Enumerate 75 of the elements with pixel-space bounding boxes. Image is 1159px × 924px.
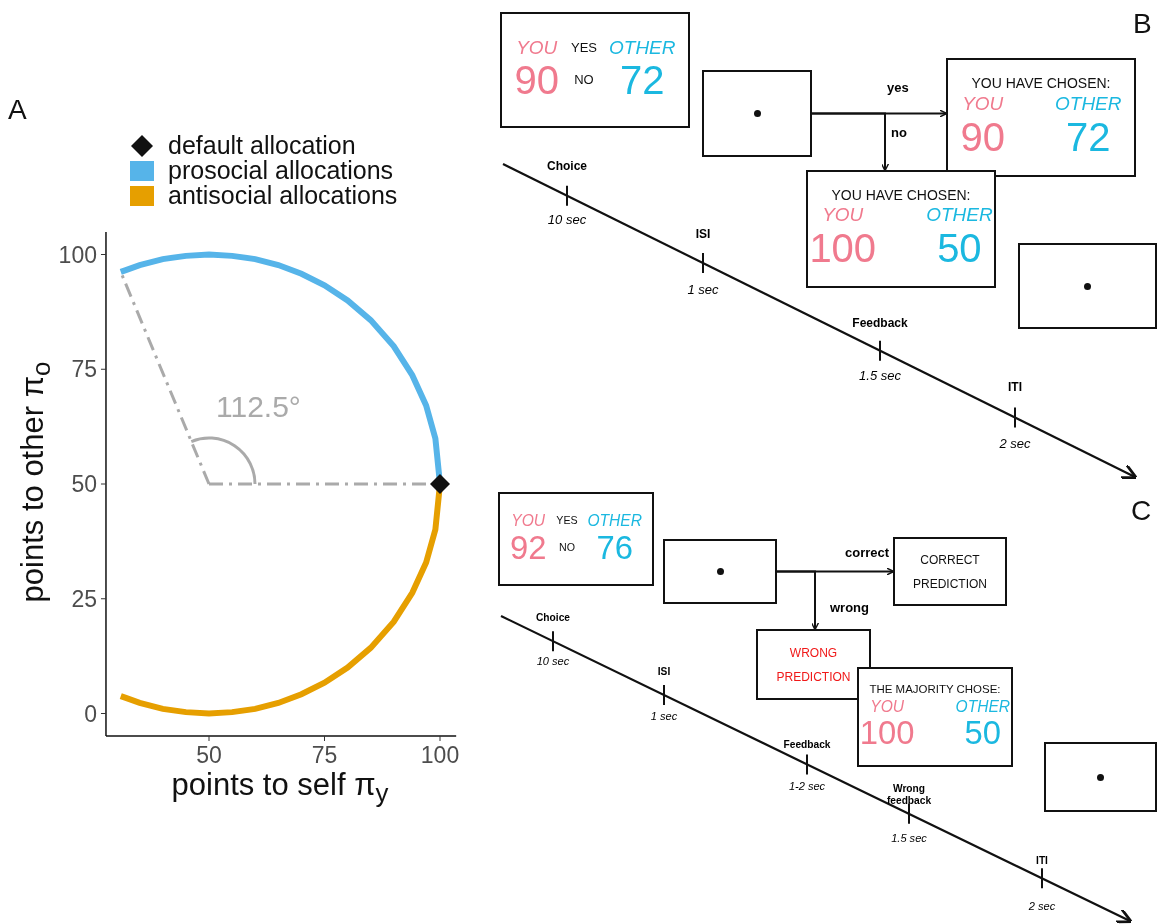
fixation-screen — [702, 70, 812, 157]
points-number: 90 — [960, 114, 1005, 159]
screen-box — [500, 12, 690, 128]
duration-label: 10 sec — [547, 213, 587, 228]
step-label: Wrong feedback — [885, 783, 933, 807]
duration-label: 1 sec — [650, 710, 678, 723]
points-number: 100 — [859, 714, 915, 751]
axis-tick-label: 50 — [71, 471, 97, 497]
screen-box — [498, 492, 654, 586]
screen-box — [857, 667, 1013, 767]
screen-heading: YOU HAVE CHOSEN: — [971, 76, 1111, 92]
arrow — [811, 112, 890, 172]
duration-label: 2 sec — [999, 437, 1031, 452]
player-label: YOU — [962, 93, 1004, 115]
angle-label: 112.5° — [216, 390, 301, 425]
axis-title: points to self π$_{y}$ — [171, 768, 389, 808]
player-label: OTHER — [609, 37, 676, 59]
step-label: Feedback — [783, 739, 831, 751]
axis-tick-label: 50 — [196, 742, 222, 768]
screen-heading: THE MAJORITY CHOSE: — [869, 683, 1001, 696]
feedback-message: WRONG PREDICTION — [775, 644, 852, 686]
feedback-message: CORRECT PREDICTION — [912, 551, 988, 593]
player-label: YOU — [822, 205, 864, 227]
arrow — [776, 570, 820, 631]
option-text: YES — [556, 515, 578, 527]
screen-heading: YOU HAVE CHOSEN: — [831, 187, 971, 204]
duration-label: 10 sec — [536, 655, 570, 668]
player-label: OTHER — [1055, 93, 1122, 115]
axis-tick-label: 100 — [58, 241, 97, 268]
duration-label: 1-2 sec — [788, 780, 826, 793]
duration-label: 2 sec — [1028, 900, 1056, 913]
option-text: YES — [571, 40, 597, 56]
points-number: 100 — [809, 226, 877, 271]
player-label: YOU — [516, 37, 558, 59]
step-label: Choice — [536, 612, 570, 624]
points-number: 50 — [964, 714, 1002, 751]
player-label: OTHER — [926, 205, 993, 227]
screen-box — [806, 170, 996, 288]
points-number: 72 — [1066, 114, 1111, 159]
step-label: ISI — [695, 228, 711, 242]
axis-tick-label: 0 — [84, 700, 97, 727]
axis-tick-label: 100 — [420, 742, 460, 768]
option-text: NO — [559, 541, 575, 554]
step-label: ITI — [1008, 381, 1022, 395]
legend-label: default allocation — [168, 133, 356, 158]
duration-label: 1.5 sec — [891, 832, 927, 845]
points-number: 72 — [620, 58, 665, 103]
fixation-screen — [1044, 742, 1157, 812]
axis-tick-label: 75 — [311, 742, 338, 768]
legend-label: antisocial allocations — [168, 183, 398, 208]
axis-tick-label: 75 — [71, 356, 97, 383]
points-number: 76 — [596, 529, 633, 566]
option-text: NO — [574, 73, 594, 88]
step-label: Choice — [547, 160, 587, 174]
screen-box — [893, 537, 1007, 606]
fixation-screen — [663, 539, 777, 604]
points-number: 90 — [514, 58, 559, 103]
player-label: OTHER — [955, 697, 1011, 715]
screen-box — [946, 58, 1136, 177]
panel-letter: C — [1131, 495, 1152, 528]
fixation-screen — [1018, 243, 1157, 329]
player-label: YOU — [870, 697, 905, 715]
player-label: OTHER — [587, 512, 642, 530]
points-number: 92 — [510, 529, 547, 566]
axis-tick-label: 25 — [71, 585, 97, 612]
panel-letter: A — [8, 94, 27, 127]
player-label: YOU — [511, 512, 546, 530]
screen-box — [756, 629, 871, 700]
duration-label: 1 sec — [687, 283, 719, 298]
step-label: ISI — [657, 666, 671, 678]
duration-label: 1.5 sec — [859, 369, 901, 384]
panel-letter: B — [1133, 8, 1152, 41]
points-number: 50 — [937, 226, 982, 271]
step-label: ITI — [1036, 855, 1048, 867]
step-label: Feedback — [852, 317, 908, 331]
